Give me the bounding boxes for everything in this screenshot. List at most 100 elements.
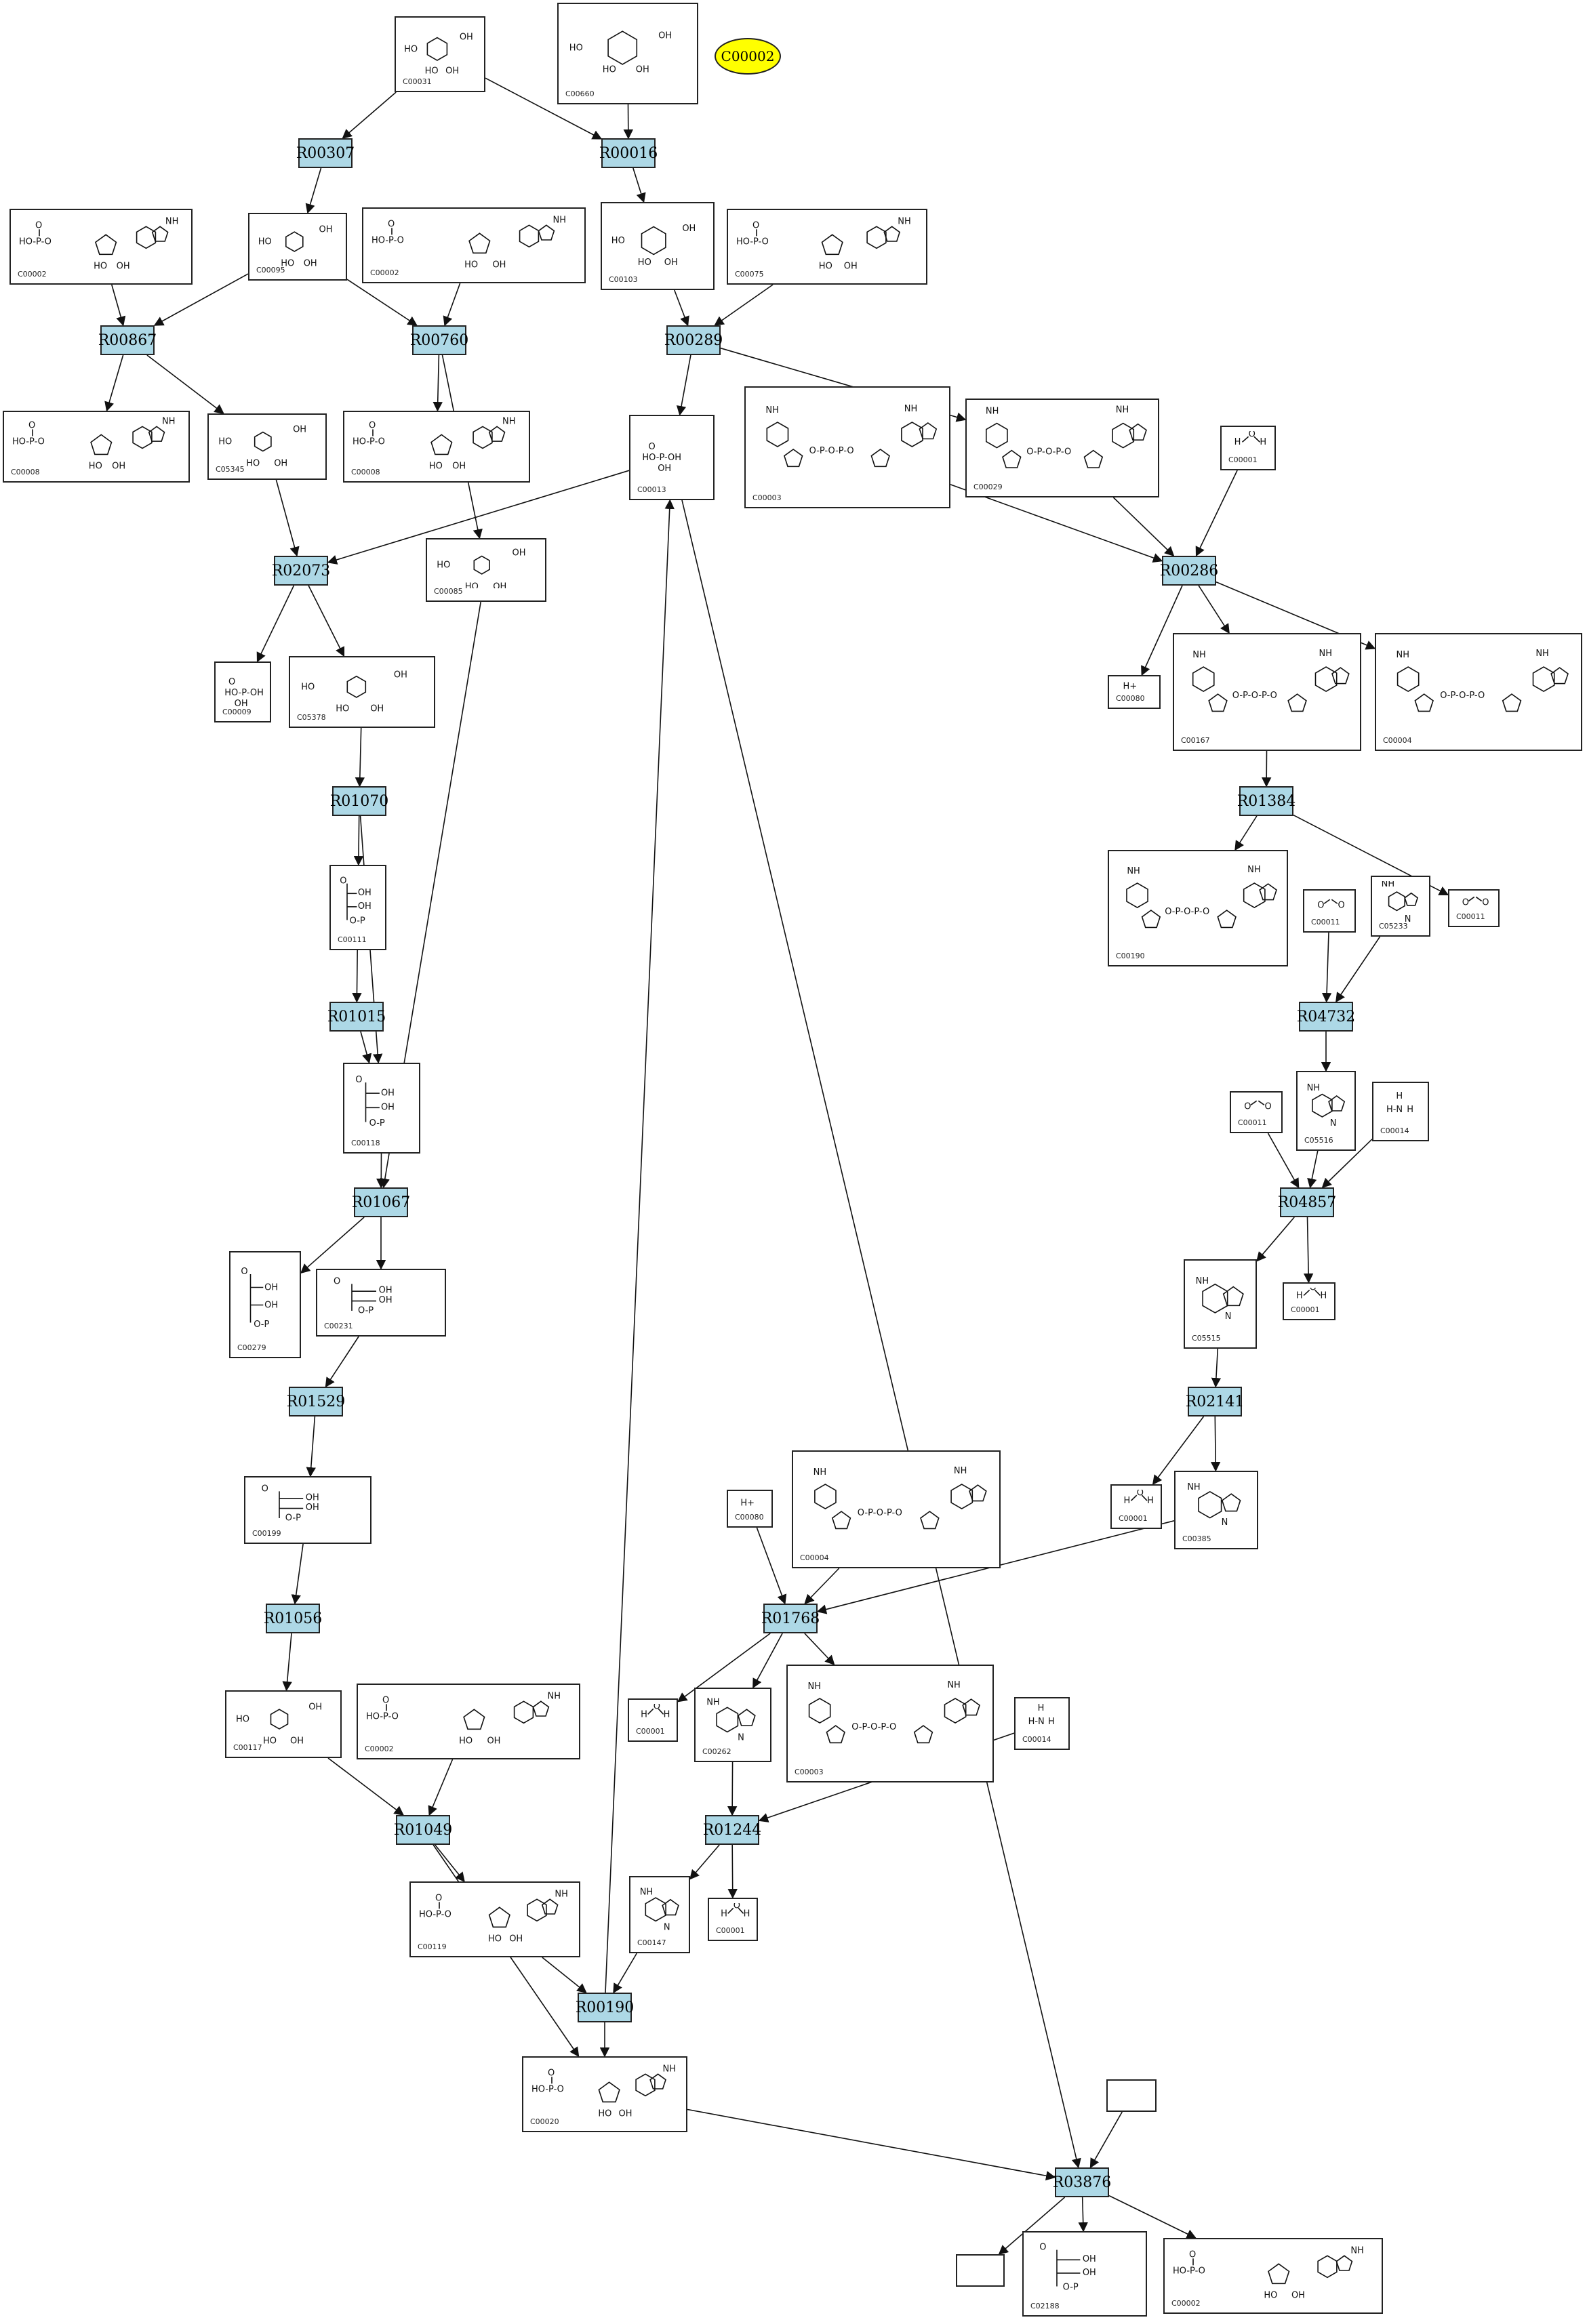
svg-text:N: N [1225,1311,1232,1322]
svg-text:O: O [369,420,376,430]
svg-text:OH: OH [264,1282,278,1292]
svg-text:O: O [1137,1490,1144,1498]
compound-id-label: C00020 [530,2117,559,2126]
reaction-node-r00760[interactable]: R00760 [410,325,468,355]
highlight-compound-ellipse[interactable]: C00002 [715,38,781,75]
edge-r04857-to-c00001_b [1303,1217,1314,1284]
svg-text:NH: NH [555,1889,568,1899]
reaction-node-r04732[interactable]: R04732 [1297,1002,1355,1032]
compound-node-c00080[interactable]: H+C00080 [727,1490,773,1528]
reaction-node-r04857[interactable]: R04857 [1277,1187,1337,1217]
reaction-node-r01015[interactable]: R01015 [327,1002,386,1032]
structure-drawing: NHO-P-O-P-ONH [1126,865,1277,929]
reaction-node-r01056[interactable]: R01056 [264,1604,322,1633]
compound-id-label: C00001 [1291,1305,1320,1314]
reaction-node-r00867[interactable]: R00867 [98,325,157,355]
reaction-node-r00307[interactable]: R00307 [296,138,355,168]
svg-text:HO: HO [1264,2290,1277,2300]
reaction-node-r02141[interactable]: R02141 [1186,1387,1244,1416]
svg-text:HO-P-O: HO-P-O [12,436,45,447]
svg-text:N: N [1330,1118,1337,1128]
svg-text:NH: NH [1192,650,1206,660]
svg-text:O-P: O-P [358,1306,374,1316]
compound-node-empty[interactable] [956,2254,1005,2287]
reaction-node-r01529[interactable]: R01529 [287,1387,345,1416]
reaction-label: R01067 [351,1194,411,1211]
svg-text:H+: H+ [740,1498,755,1508]
compound-id-label: C00002 [365,1745,394,1753]
svg-text:H: H [641,1709,647,1719]
reaction-node-r00016[interactable]: R00016 [599,138,658,168]
reaction-node-r01067[interactable]: R01067 [351,1187,411,1217]
reaction-node-r03876[interactable]: R03876 [1053,2167,1111,2197]
svg-text:N: N [1405,914,1411,923]
edge-c00013-to-r03876 [681,500,1081,2169]
compound-id-label: C00002 [1171,2299,1201,2308]
reaction-node-r01768[interactable]: R01768 [761,1604,820,1633]
reaction-node-r01070[interactable]: R01070 [330,786,388,816]
reaction-node-r00286[interactable]: R00286 [1160,556,1218,586]
reaction-label: R04857 [1277,1194,1337,1211]
compound-node-empty[interactable] [1106,2079,1157,2112]
reaction-node-r00289[interactable]: R00289 [664,325,723,355]
reaction-node-r02073[interactable]: R02073 [272,556,330,586]
reaction-node-r01244[interactable]: R01244 [703,1815,761,1845]
reaction-node-r00190[interactable]: R00190 [576,1993,634,2022]
svg-text:HO: HO [429,461,443,469]
reaction-node-r01049[interactable]: R01049 [394,1815,452,1845]
svg-text:H: H [1321,1290,1327,1301]
svg-text:H: H [1260,437,1266,447]
reaction-node-r01384[interactable]: R01384 [1237,786,1295,816]
compound-node-c00080[interactable]: H+C00080 [1108,675,1161,709]
svg-text:OH: OH [112,461,125,469]
